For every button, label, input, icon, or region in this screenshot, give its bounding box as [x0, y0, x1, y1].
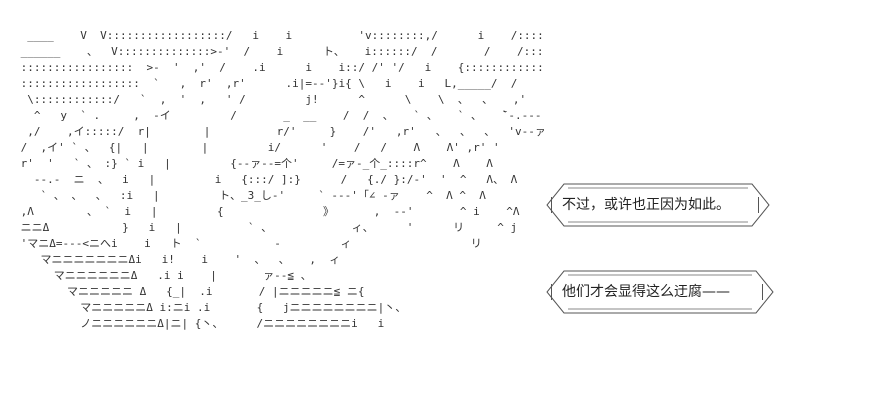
art-line: マニニニニニニΔ .i i | ァ--≦ 、: [14, 269, 312, 282]
art-line: マニニニニニ Δ {_| .i / |ニニニニニ≦ ニ{: [14, 285, 365, 298]
bubble-outline-icon: [546, 183, 770, 227]
art-line: ^ y ` . , -イ / _ __ / / 、 ` 、 ` 、 ̄`-.--…: [14, 109, 544, 122]
bubble-text: 不过，或许也正因为如此。: [562, 197, 730, 213]
art-line: ,/ ,イ:::::/ r| | r/' } /' ,r' 、 、 、 'v--…: [14, 125, 544, 138]
speech-bubble-2: 他们才会显得这么迂腐——: [546, 270, 774, 314]
ascii-art-scene: ____ V V::::::::::::::::::/ i i 'v::::::…: [14, 28, 544, 398]
art-line: ______ 、 V::::::::::::::>-' / i ト、 i::::…: [20, 45, 544, 58]
art-line: ニニΔ } i | ` 、 ィ、 ' リ ^ j: [14, 221, 518, 234]
art-line: ____ V V::::::::::::::::::/ i i 'v::::::…: [27, 29, 544, 42]
art-line: ::::::::::::::::: >- ' ,' / .i i i::/ /'…: [14, 61, 544, 74]
art-line: マニニニニニΔ i:ニi .i { jニニニニニニニニ|丶、: [14, 301, 407, 314]
bubble-right-bar: [758, 197, 759, 213]
speech-bubble-1: 不过，或许也正因为如此。: [546, 183, 770, 227]
art-line: ,Λ 、 ` i | { 》 , --' ^ i ^Λ: [14, 205, 520, 218]
bubble-left-bar: [551, 284, 552, 300]
bubble-right-bar: [762, 284, 763, 300]
art-line: 'マニΔ=---<ニへi i ト ` - ィ リ: [14, 237, 482, 250]
bubble-text: 他们才会显得这么迂腐——: [562, 284, 730, 300]
bubble-left-bar: [551, 197, 552, 213]
art-line: / ,イ' ` 、 {| | | i/ ' / / Λ Λ' ,r' ': [14, 141, 500, 154]
art-line: ノニニニニニニΔ|ニ| {丶、 /ニニニニニニニニi i: [14, 317, 385, 330]
art-line: \::::::::::::/ ` , ' , ' / j! ^ \ \ 、 、 …: [14, 93, 527, 106]
art-line: r' ' ` 、 :} ` i | {--ァ--=个' /=ァ-_个_::::r…: [14, 157, 493, 170]
art-line: ` 、 、 、 :i | ト、_3_し-' ` ---'「∠ -ァ ^ Λ ^ …: [14, 189, 486, 202]
art-line: --.- ニ 、 i | i {:::/ ]:} / {./ }:/-' ' ^…: [14, 173, 518, 186]
bubble-outline-icon: [546, 270, 774, 314]
art-line: :::::::::::::::::: ` , r' ,r' .i|=--'}i{…: [14, 77, 518, 90]
art-line: マニニニニニニニΔi i! i ' 、 、 , ィ: [14, 253, 341, 266]
